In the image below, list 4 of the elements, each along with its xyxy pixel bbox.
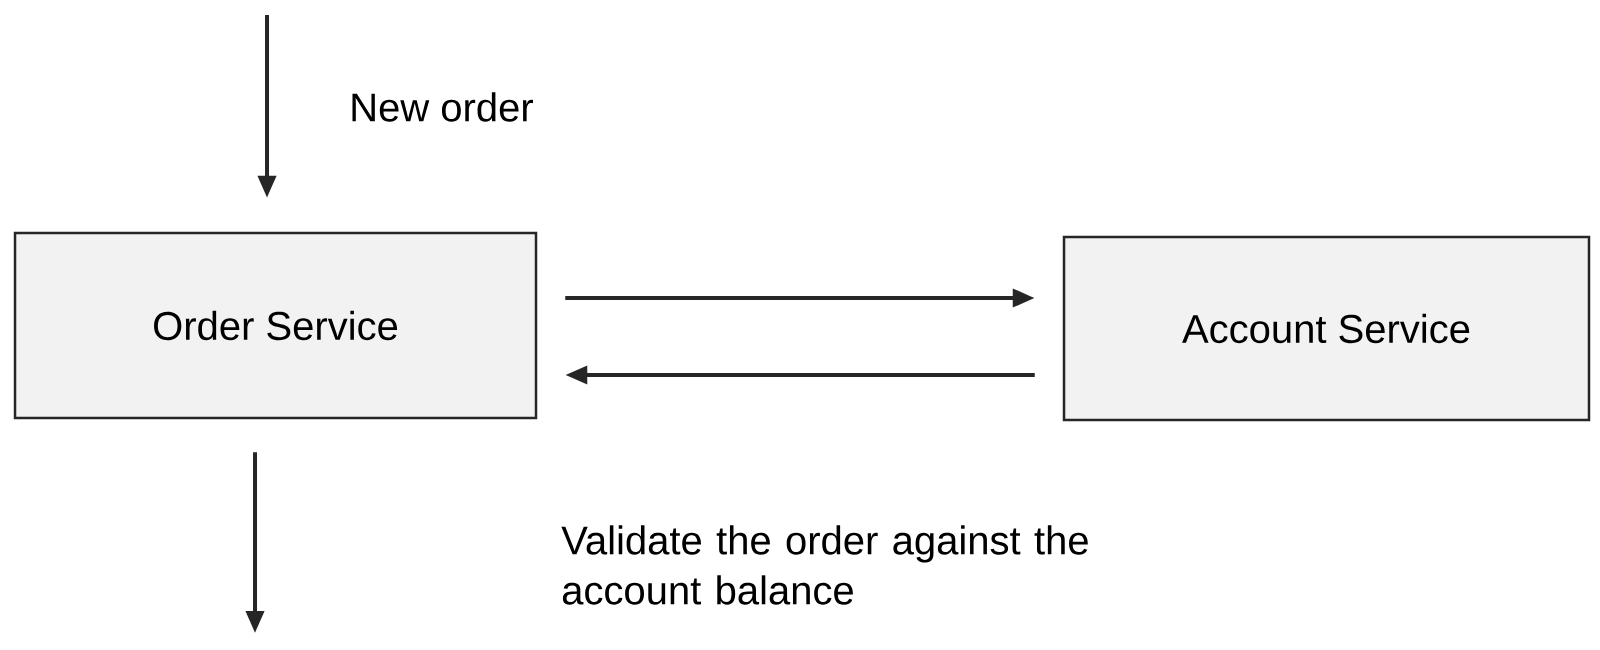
edge-label: New order xyxy=(352,92,533,122)
service-box: Account Service xyxy=(1062,235,1591,422)
note-text: Validate the order against the account balance xyxy=(561,525,1088,605)
service-box: Order Service xyxy=(13,231,538,420)
